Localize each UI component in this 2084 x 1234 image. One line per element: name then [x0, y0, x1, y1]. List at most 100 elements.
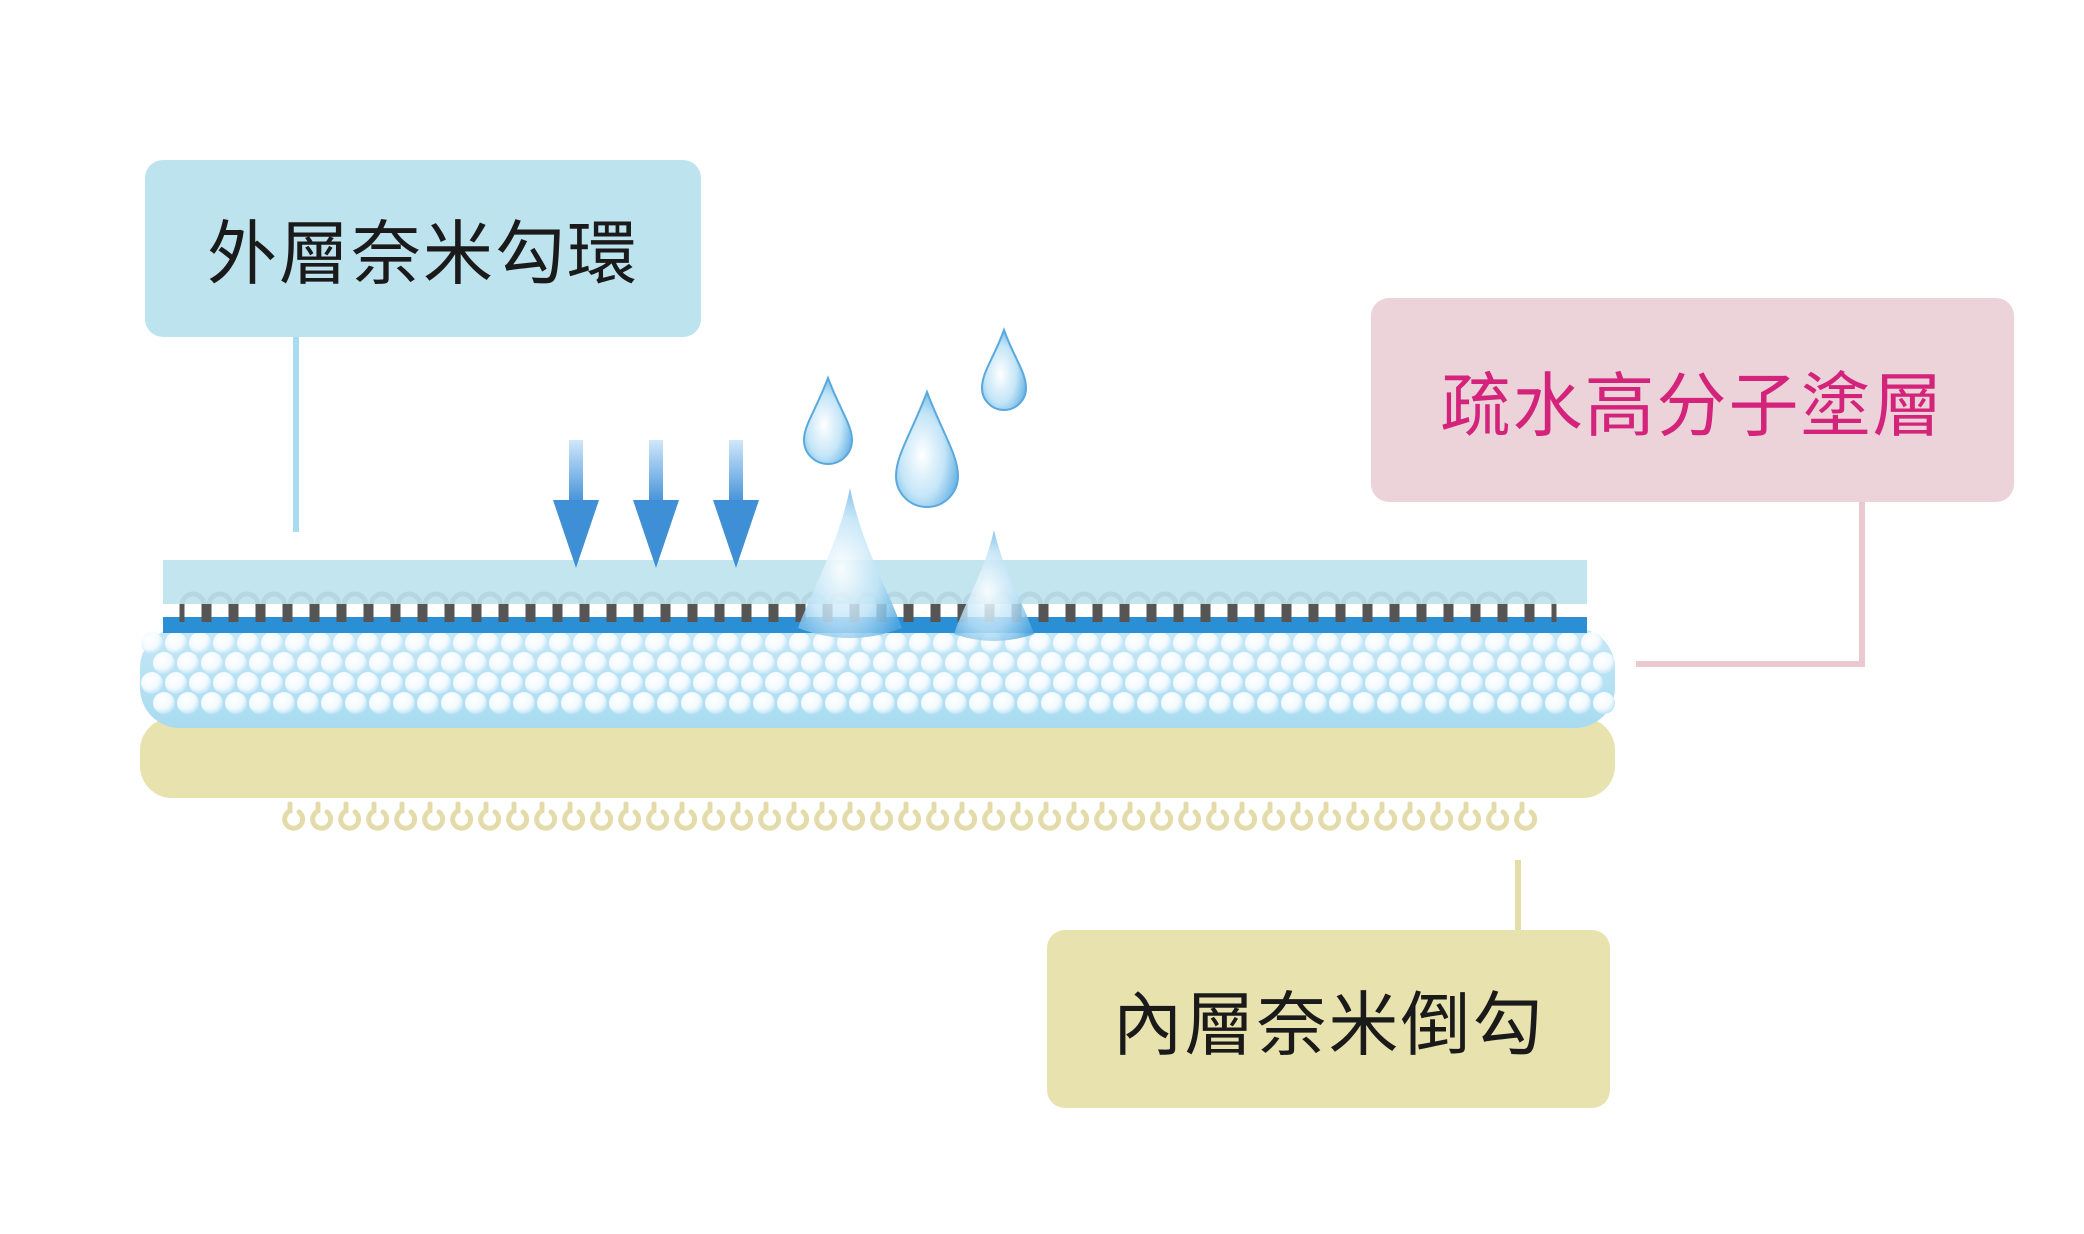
bead — [1305, 692, 1327, 714]
bead — [297, 692, 319, 714]
bead — [1329, 692, 1351, 714]
bead — [1017, 692, 1039, 714]
outer-loop-label-box: 外層奈米勾環 — [145, 160, 701, 337]
hook-mark — [674, 801, 698, 831]
hook-mark — [954, 801, 978, 831]
bead — [261, 632, 283, 654]
bead — [345, 692, 367, 714]
bead — [153, 692, 175, 714]
bead — [933, 672, 955, 694]
bead — [1593, 692, 1615, 714]
bead — [1341, 632, 1363, 654]
bead — [141, 632, 163, 654]
bead — [681, 652, 703, 674]
bead — [609, 652, 631, 674]
bead — [189, 632, 211, 654]
bead — [669, 672, 691, 694]
bead — [369, 692, 391, 714]
bead — [1197, 632, 1219, 654]
bead — [837, 672, 859, 694]
bead — [573, 632, 595, 654]
bead — [177, 692, 199, 714]
bead — [1581, 632, 1603, 654]
bead — [201, 692, 223, 714]
bead — [1221, 672, 1243, 694]
hook-mark — [562, 801, 586, 831]
bead — [273, 652, 295, 674]
bead — [669, 632, 691, 654]
hook-mark — [310, 801, 334, 831]
bead — [1089, 652, 1111, 674]
bead — [1293, 632, 1315, 654]
hook-mark — [1094, 801, 1118, 831]
water-droplet-icon — [894, 389, 960, 508]
bead — [549, 632, 571, 654]
bead — [1137, 692, 1159, 714]
bead — [417, 692, 439, 714]
hook-mark — [1486, 801, 1510, 831]
water-droplet-icon — [954, 530, 1034, 641]
bead — [585, 652, 607, 674]
water-droplet-icon — [980, 327, 1028, 411]
bead — [573, 672, 595, 694]
bead — [501, 672, 523, 694]
bead — [1101, 632, 1123, 654]
hook-mark — [534, 801, 558, 831]
bead — [789, 632, 811, 654]
bead — [1521, 652, 1543, 674]
bead — [1365, 632, 1387, 654]
bead — [1089, 692, 1111, 714]
bead — [1425, 652, 1447, 674]
bead — [945, 652, 967, 674]
bead — [1161, 652, 1183, 674]
bead — [1317, 632, 1339, 654]
bead — [993, 692, 1015, 714]
down-arrow-icon — [633, 440, 679, 568]
hook-mark — [1178, 801, 1202, 831]
hook-mark — [814, 801, 838, 831]
bead — [813, 632, 835, 654]
hook-mark — [1374, 801, 1398, 831]
bead — [249, 692, 271, 714]
bead — [237, 632, 259, 654]
hook-mark — [1066, 801, 1090, 831]
bead — [1533, 672, 1555, 694]
bead — [1461, 672, 1483, 694]
bead — [213, 672, 235, 694]
bead — [1569, 692, 1591, 714]
hook-mark — [394, 801, 418, 831]
bead — [993, 652, 1015, 674]
bead — [165, 672, 187, 694]
bead — [1389, 632, 1411, 654]
hook-mark — [1122, 801, 1146, 831]
hook-mark — [366, 801, 390, 831]
bead — [1125, 632, 1147, 654]
bead — [1065, 652, 1087, 674]
bead — [693, 672, 715, 694]
bead — [609, 692, 631, 714]
bead — [441, 652, 463, 674]
bead — [1593, 652, 1615, 674]
bead — [261, 672, 283, 694]
hook-mark — [1038, 801, 1062, 831]
hook-mark — [646, 801, 670, 831]
bead — [1065, 692, 1087, 714]
bead — [1353, 652, 1375, 674]
bead — [189, 672, 211, 694]
bead — [225, 692, 247, 714]
bead — [1461, 632, 1483, 654]
bead — [1077, 672, 1099, 694]
bead — [1077, 632, 1099, 654]
hook-mark — [898, 801, 922, 831]
bead — [249, 652, 271, 674]
bead — [1401, 692, 1423, 714]
pressure-arrows — [553, 440, 759, 568]
bead — [141, 672, 163, 694]
bead — [621, 672, 643, 694]
bead — [1569, 652, 1591, 674]
bead — [1521, 692, 1543, 714]
bead — [417, 652, 439, 674]
bead — [1449, 692, 1471, 714]
bead — [1365, 672, 1387, 694]
bead — [393, 692, 415, 714]
